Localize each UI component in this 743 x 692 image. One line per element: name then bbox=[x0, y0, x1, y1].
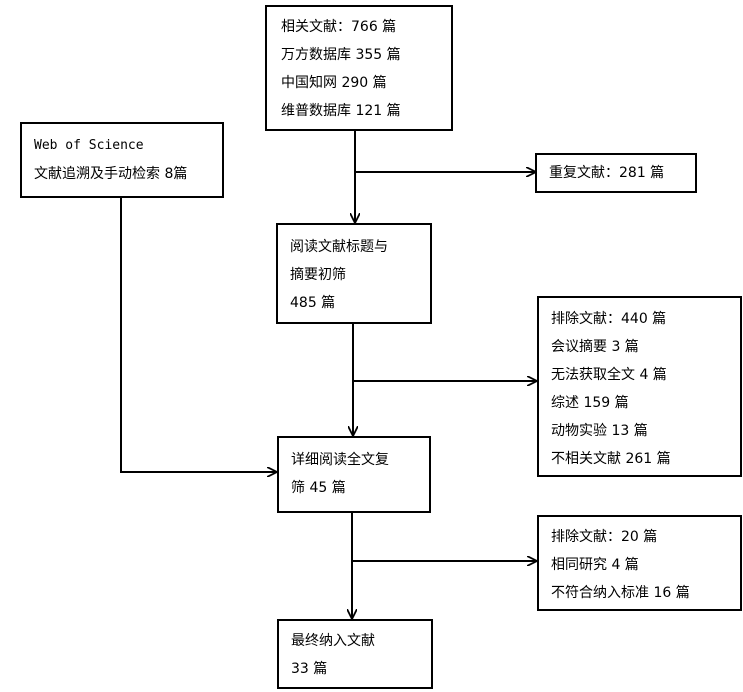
excluded-1-line: 综述 159 篇 bbox=[551, 395, 629, 411]
excluded-1-line: 会议摘要 3 篇 bbox=[551, 339, 639, 355]
web-of-science-box: Web of Science 文献追溯及手动检索 8篇 bbox=[20, 122, 224, 198]
wos-line: 文献追溯及手动检索 8篇 bbox=[34, 166, 188, 182]
sources-line: 万方数据库 355 篇 bbox=[281, 47, 401, 63]
excluded-2-line: 排除文献：20 篇 bbox=[551, 529, 658, 545]
excluded-2-line: 相同研究 4 篇 bbox=[551, 557, 639, 573]
excluded-2-line: 不符合纳入标准 16 篇 bbox=[551, 585, 690, 601]
full-text-box: 详细阅读全文复 筛 45 篇 bbox=[277, 436, 431, 513]
screening-line: 阅读文献标题与 bbox=[290, 239, 388, 255]
excluded-1-line: 不相关文献 261 篇 bbox=[551, 451, 671, 467]
wos-line: Web of Science bbox=[34, 138, 144, 153]
excluded-1-line: 动物实验 13 篇 bbox=[551, 423, 648, 439]
screening-box: 阅读文献标题与 摘要初筛 485 篇 bbox=[276, 223, 432, 324]
included-line: 最终纳入文献 bbox=[291, 633, 375, 649]
excluded-1-line: 排除文献：440 篇 bbox=[551, 311, 667, 327]
duplicates-line: 重复文献：281 篇 bbox=[549, 165, 665, 181]
included-line: 33 篇 bbox=[291, 661, 328, 677]
sources-line: 中国知网 290 篇 bbox=[281, 75, 387, 91]
excluded-box-2: 排除文献：20 篇 相同研究 4 篇 不符合纳入标准 16 篇 bbox=[537, 515, 742, 611]
sources-box: 相关文献：766 篇 万方数据库 355 篇 中国知网 290 篇 维普数据库 … bbox=[265, 5, 453, 131]
full-text-line: 详细阅读全文复 bbox=[291, 452, 389, 468]
full-text-line: 筛 45 篇 bbox=[291, 480, 346, 496]
arrow-wos-to-fulltext bbox=[120, 197, 276, 472]
sources-line: 相关文献：766 篇 bbox=[281, 19, 397, 35]
sources-line: 维普数据库 121 篇 bbox=[281, 103, 401, 119]
included-box: 最终纳入文献 33 篇 bbox=[277, 619, 433, 689]
excluded-1-line: 无法获取全文 4 篇 bbox=[551, 367, 667, 383]
screening-line: 摘要初筛 bbox=[290, 267, 346, 283]
screening-line: 485 篇 bbox=[290, 295, 336, 311]
excluded-box-1: 排除文献：440 篇 会议摘要 3 篇 无法获取全文 4 篇 综述 159 篇 … bbox=[537, 296, 742, 477]
duplicates-box: 重复文献：281 篇 bbox=[535, 153, 697, 193]
